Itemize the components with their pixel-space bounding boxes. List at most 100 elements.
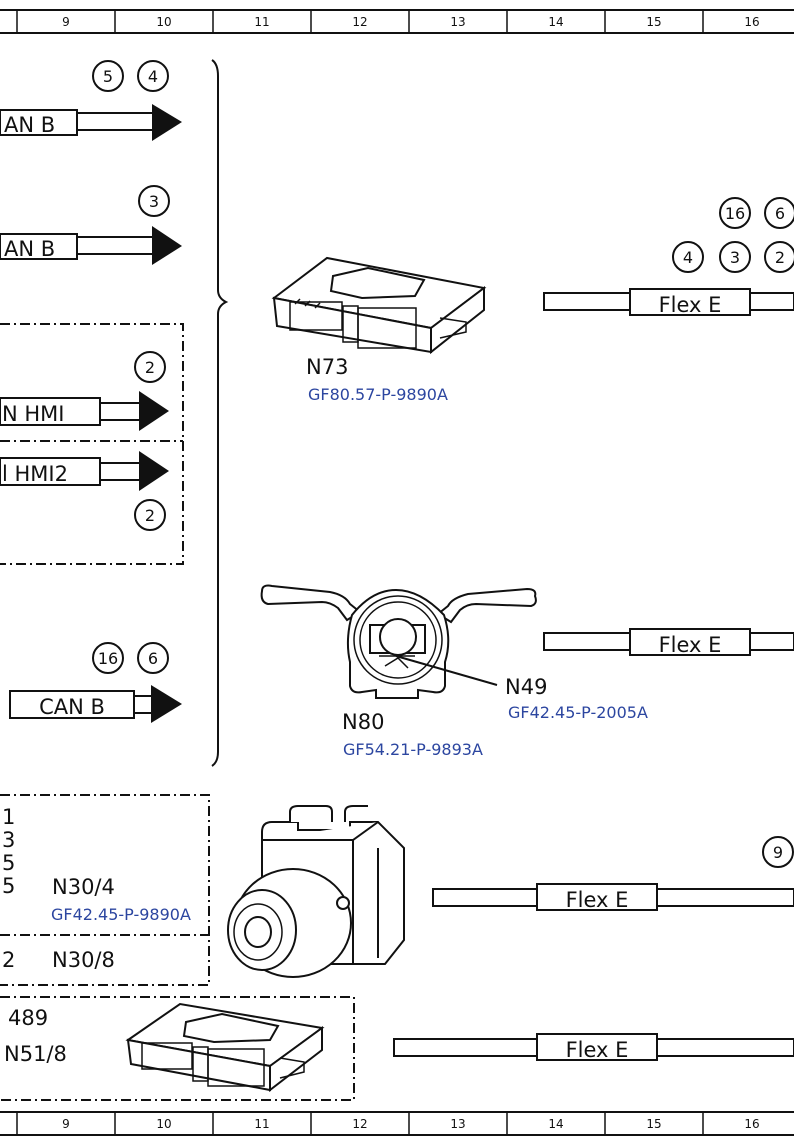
bus-wire	[99, 402, 141, 421]
bus-wire	[656, 888, 794, 907]
bus-wire	[99, 462, 141, 481]
n51-8-side-number: 489	[8, 1006, 48, 1030]
bus-label-box	[536, 883, 658, 911]
can-b-connector-2: 3 AN B	[0, 185, 182, 265]
circle-pin-2	[134, 499, 166, 531]
arrow-right-icon	[152, 226, 182, 265]
ruler-bottom-12: 12	[352, 1117, 367, 1131]
bus-label: l HMI2	[2, 462, 68, 486]
ruler-top-15: 15	[646, 15, 661, 29]
ruler-bottom-10: 10	[156, 1117, 171, 1131]
n51-module-drawing	[125, 1002, 325, 1093]
bus-label: Flex E	[659, 293, 722, 317]
bus-label: AN B	[4, 237, 55, 261]
n30-8-label: N30/8	[52, 948, 115, 972]
arrow-right-icon	[139, 451, 169, 491]
ruler-bottom-13: 13	[450, 1117, 465, 1131]
circle-pin-5	[92, 60, 124, 92]
flex-e-connector-4: Flex E	[393, 1033, 794, 1062]
ruler-bottom-9: 9	[62, 1117, 70, 1131]
bus-label-box	[629, 628, 751, 656]
ruler-top-13: 13	[450, 15, 465, 29]
n80-label: N80	[342, 710, 384, 734]
bus-wire	[749, 292, 794, 311]
pin-label: 9	[773, 843, 783, 862]
circle-pin-9	[762, 836, 794, 868]
bus-label: Flex E	[566, 1038, 629, 1062]
n80-module-drawing	[260, 584, 537, 699]
bus-label-box	[0, 109, 78, 136]
ruler-bottom-14: 14	[548, 1117, 563, 1131]
grouping-brace	[211, 59, 229, 767]
arrow-right-icon	[151, 685, 182, 723]
flex-e-connector-3: 9 Flex E	[432, 836, 794, 912]
can-b-connector-1: 5 4 AN B	[0, 60, 182, 141]
circle-pin-3	[719, 241, 751, 273]
ruler-top-12: 12	[352, 15, 367, 29]
arrow-right-icon	[139, 391, 169, 431]
pin-label: 16	[725, 204, 745, 223]
n30-side-number: 3	[2, 828, 15, 852]
bus-wire	[543, 632, 631, 651]
circle-pin-2	[764, 241, 794, 273]
flex-e-connector-2: Flex E	[543, 628, 794, 657]
circle-pin-4	[137, 60, 169, 92]
pin-label: 6	[775, 204, 785, 223]
ruler-top-10: 10	[156, 15, 171, 29]
n73-label: N73	[306, 355, 348, 379]
n80-ref: GF54.21-P-9893A	[343, 740, 483, 759]
pin-label: 16	[98, 649, 118, 668]
pin-label: 2	[145, 358, 155, 377]
n30-8-side-number: 2	[2, 948, 15, 972]
n49-leader-line	[395, 655, 498, 686]
n73-module-drawing	[271, 256, 487, 355]
bus-label: Flex E	[566, 888, 629, 912]
bus-wire	[656, 1038, 794, 1057]
bus-label: AN B	[4, 113, 55, 137]
pin-label: 4	[148, 67, 158, 86]
pin-label: 5	[103, 67, 113, 86]
ruler-bottom-11: 11	[254, 1117, 269, 1131]
circle-pin-6	[137, 642, 169, 674]
ruler-bottom-15: 15	[646, 1117, 661, 1131]
hmi-connector: 2 N HMI	[0, 351, 169, 431]
n51-8-label: N51/8	[4, 1042, 67, 1066]
n30-switch-drawing	[227, 805, 405, 978]
circle-pin-16	[92, 642, 124, 674]
circle-pin-3	[138, 185, 170, 217]
n73-ref: GF80.57-P-9890A	[308, 385, 448, 404]
n30-side-number: 5	[2, 874, 15, 898]
flex-e-connector-1: 16 6 4 3 2 Flex E	[543, 197, 794, 317]
bus-wire	[76, 112, 154, 131]
can-b-connector-3: 16 6 CAN B	[9, 642, 182, 723]
pin-label: 2	[145, 506, 155, 525]
bus-wire	[543, 292, 631, 311]
n30-side-number: 1	[2, 805, 15, 829]
bus-wire	[133, 695, 153, 714]
bus-wire	[76, 236, 154, 255]
bus-wire	[432, 888, 538, 907]
hmi2-connector: l HMI2 2	[0, 451, 169, 531]
pin-label: 3	[730, 248, 740, 267]
bottom-ruler: 9 10 11 12 13 14 15 16	[0, 1111, 794, 1136]
bus-label: CAN B	[39, 695, 105, 719]
top-ruler: 9 10 11 12 13 14 15 16	[0, 9, 794, 34]
bus-label: N HMI	[2, 402, 65, 426]
n30-4-ref: GF42.45-P-9890A	[51, 905, 191, 924]
ruler-top-11: 11	[254, 15, 269, 29]
bus-label-box	[629, 288, 751, 316]
circle-pin-4	[672, 241, 704, 273]
n30-4-label: N30/4	[52, 875, 115, 899]
bus-label-box	[0, 457, 101, 486]
circle-pin-2	[134, 351, 166, 383]
pin-label: 2	[775, 248, 785, 267]
bus-label-box	[0, 233, 78, 260]
ruler-top-14: 14	[548, 15, 563, 29]
n49-ref: GF42.45-P-2005A	[508, 703, 648, 722]
pin-label: 3	[149, 192, 159, 211]
circle-pin-16	[719, 197, 751, 229]
bus-wire	[749, 632, 794, 651]
ruler-top-16: 16	[744, 15, 759, 29]
n49-label: N49	[505, 675, 547, 699]
